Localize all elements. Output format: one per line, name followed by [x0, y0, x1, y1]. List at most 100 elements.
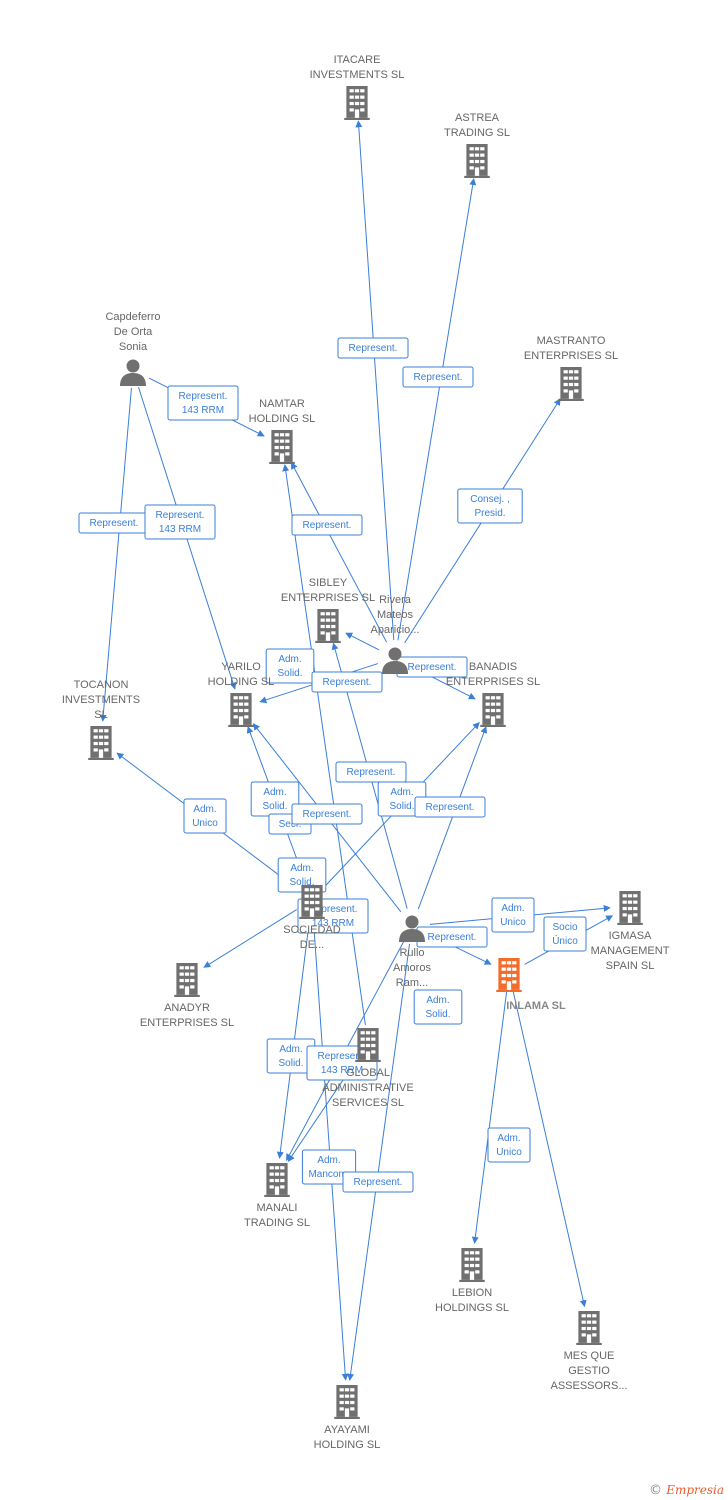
node-rivera[interactable]: RiveraMateosAparicio... [371, 594, 420, 674]
person-icon [120, 359, 146, 386]
node-label-tocanon: SL [94, 709, 107, 721]
edge-label-text: Consej. , [470, 494, 509, 505]
edge-label-text: Adm. [426, 995, 449, 1006]
edge-label-rullo-banadis[interactable]: Represent. [335, 761, 407, 783]
node-namtar[interactable]: NAMTAR HOLDING SL [249, 398, 316, 464]
edge-label-text: Secr. [279, 819, 302, 830]
node-label-manali: MANALI [257, 1202, 298, 1214]
edge-label-text: Unico [496, 1147, 522, 1158]
node-inlama[interactable]: INLAMA SL [496, 958, 566, 1012]
building-icon [459, 1248, 485, 1282]
edge-label-rullo-sibley[interactable]: Represent. [414, 796, 486, 818]
node-label-banadis: BANADIS [469, 661, 517, 673]
node-label-namtar: NAMTAR [259, 398, 305, 410]
node-rullo[interactable]: RulloAmorosRam... [393, 915, 431, 990]
edge-global-namtar [282, 464, 366, 1026]
edge-label-rivera-namtar[interactable]: Represent. [291, 514, 363, 536]
edge-label-rivera-itacare[interactable]: Represent. [337, 337, 409, 359]
edge-label-rullo-manali[interactable]: Adm.Mancom. [301, 1149, 357, 1185]
edge-label-text: Mancom. [308, 1169, 349, 1180]
edge-label-inlama-mesque[interactable]: Adm.Unico [487, 1127, 531, 1163]
edge-label-box [183, 798, 227, 834]
edge-label-text: Represent. [303, 520, 352, 531]
node-label-anadyr: ENTERPRISES SL [140, 1017, 234, 1029]
edge-label-text: Represent. [414, 372, 463, 383]
node-label-tocanon: INVESTMENTS [62, 694, 140, 706]
edge-label-text: Solid. [278, 1058, 303, 1069]
edge-label-rullo-ayayami[interactable]: Represent. [342, 1171, 414, 1193]
node-label-namtar: HOLDING SL [249, 413, 316, 425]
building-icon [344, 86, 370, 120]
node-label-rullo: Rullo [399, 947, 424, 959]
copyright-symbol: © [649, 1483, 663, 1498]
edge-label-text: Represent. [156, 510, 205, 521]
edge-label-text: 143 RRM [312, 918, 354, 929]
edge-label-box [265, 648, 315, 684]
edge-label-rullo-igmasa[interactable]: Adm.Unico [491, 897, 535, 933]
edge-label-text: Adm. [501, 903, 524, 914]
edge-label-box [167, 385, 239, 421]
edge-label-sociedad-manali[interactable]: Adm.Solid. [277, 857, 327, 893]
edge-label-rivera-sibley[interactable]: Adm.Solid. [265, 648, 315, 684]
edge-label-rullo-inlama[interactable]: Represent. [416, 926, 488, 948]
edge-label-sociedad-ayayami[interactable]: Represent. [291, 803, 363, 825]
edge-label-text: Represent. [179, 391, 228, 402]
edge-label-text: Represent. [318, 1051, 367, 1062]
edge-label-text: Represent. [90, 518, 139, 529]
edge-rullo-banadis [417, 726, 488, 910]
edge-label-capdeferro-yarilo[interactable]: Represent. 143 RRM [144, 504, 216, 540]
edge-label-box [413, 989, 463, 1025]
edge-label-box [144, 504, 216, 540]
edge-label-capdeferro-tocanon[interactable]: Represent. [78, 512, 150, 534]
edge-label-text: Solid. [289, 877, 314, 888]
node-label-ayayami: AYAYAMI [324, 1424, 370, 1436]
edge-label-text: Adm. [279, 1044, 302, 1055]
node-mesque[interactable]: MES QUEGESTIOASSESSORS... [550, 1311, 628, 1392]
edge-label-global-namtar[interactable]: Adm. Solid. [266, 1038, 316, 1074]
node-label-sociedad: DE... [300, 939, 324, 951]
edge-label-box [301, 1149, 357, 1185]
node-label-astrea: ASTREA [455, 112, 500, 124]
building-icon [228, 693, 254, 727]
edge-label-capdeferro-namtar[interactable]: Represent.143 RRM [167, 385, 239, 421]
brand-logo[interactable]: Empresia [666, 1483, 724, 1497]
edge-label-box [291, 514, 363, 536]
edge-label-text: 143 RRM [159, 524, 201, 535]
edge-sociedad-anadyr [203, 909, 297, 968]
node-label-inlama: INLAMA SL [506, 1000, 566, 1012]
node-sociedad[interactable]: SOCIEDADDE... [283, 885, 341, 951]
edge-label-box [291, 803, 363, 825]
edge-label-inlama-lebion[interactable]: Adm. Solid. [413, 989, 463, 1025]
edge-label-text: Solid. [425, 1009, 450, 1020]
edge-label-rivera-mastranto[interactable]: Consej. ,Presid. [457, 488, 523, 524]
edge-label-rivera-astrea[interactable]: Represent. [402, 366, 474, 388]
node-label-rivera: Mateos [377, 609, 414, 621]
building-icon [558, 367, 584, 401]
edge-label-box [337, 337, 409, 359]
building-icon [617, 891, 643, 925]
node-label-global: SERVICES SL [332, 1097, 404, 1109]
node-label-lebion: LEBION [452, 1287, 492, 1299]
edge-label-sociedad-tocanon[interactable]: Adm.Unico [183, 798, 227, 834]
edge-label-text: 143 RRM [321, 1065, 363, 1076]
edge-label-text: Represent. [426, 802, 475, 813]
edge-sociedad-ayayami [312, 917, 349, 1381]
building-icon [355, 1028, 381, 1062]
edge-label-rivera-yarilo[interactable]: Represent. [311, 671, 383, 693]
